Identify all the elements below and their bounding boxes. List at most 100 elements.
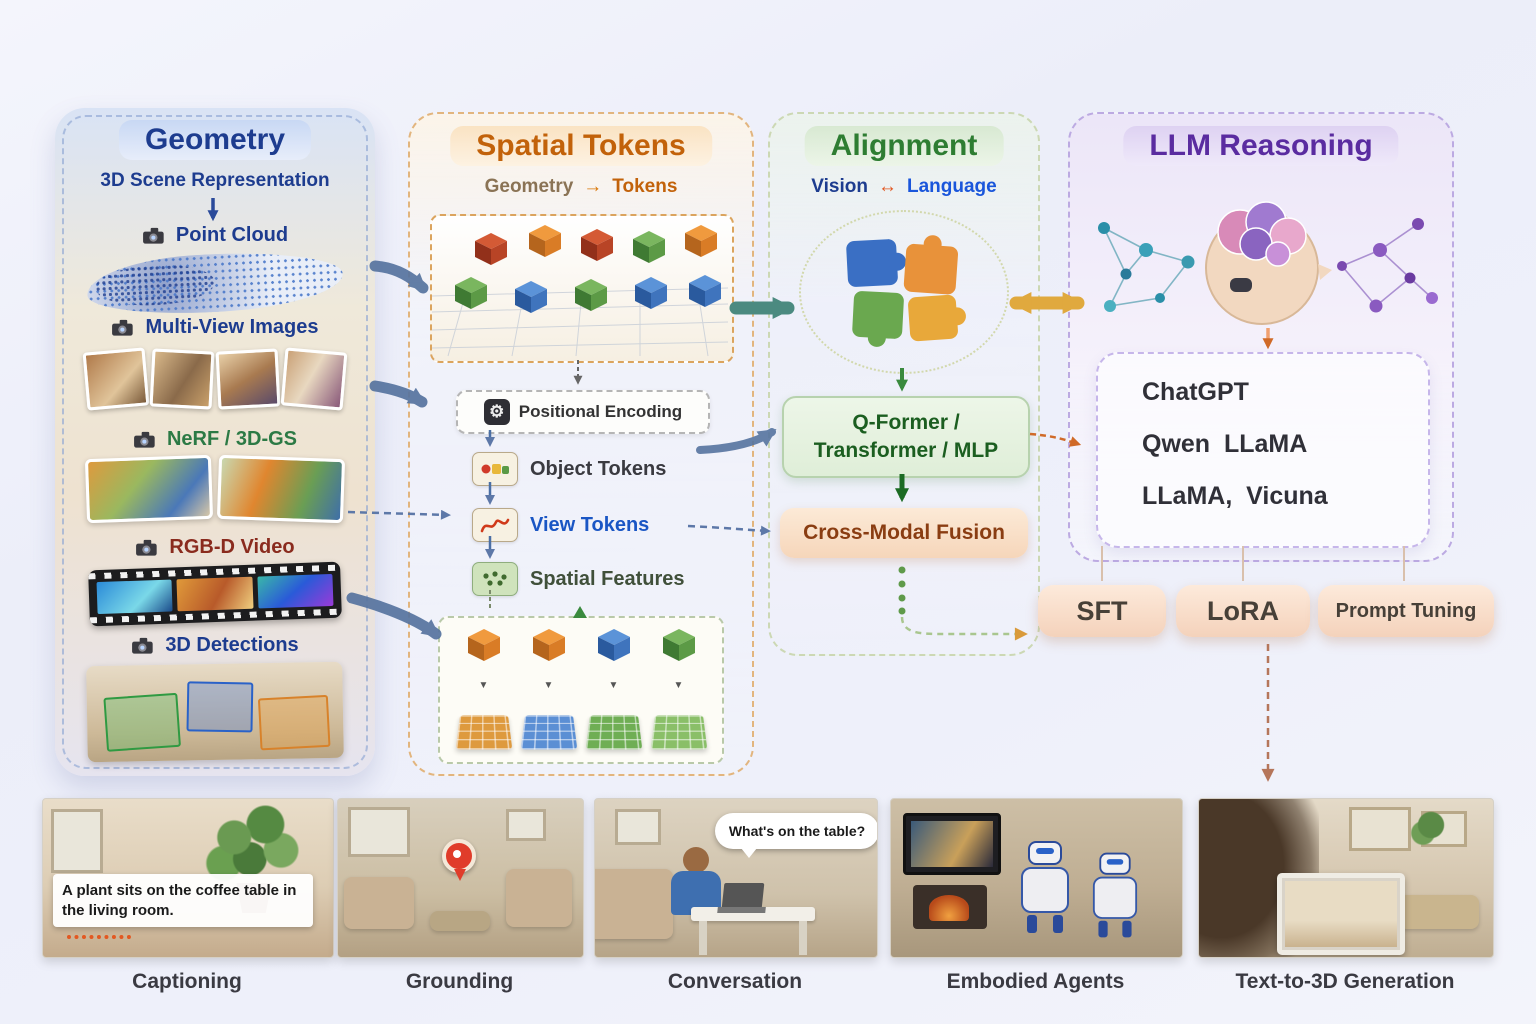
object-tokens-icon — [472, 452, 518, 486]
feature-grids-row — [451, 710, 711, 752]
nerf-label: NeRF / 3D-GS — [166, 428, 298, 450]
positional-encoding-label: Positional Encoding — [518, 402, 683, 421]
feature-grid-green — [585, 715, 642, 750]
caption-overlay: A plant sits on the coffee table in the … — [53, 874, 313, 927]
right-arrow-icon: → — [583, 176, 603, 197]
language-label: Language — [906, 176, 997, 197]
point-cloud-image — [85, 247, 345, 319]
tv-screen — [903, 813, 1001, 875]
sofa — [344, 877, 414, 929]
positional-encoding-pill: ⚙ Positional Encoding — [456, 390, 710, 434]
detections-label: 3D Detections — [165, 634, 299, 656]
feature-grid-orange — [455, 715, 512, 750]
fireplace — [913, 885, 987, 929]
robot-figure — [1019, 841, 1071, 933]
tablet-device — [1277, 873, 1405, 955]
view-tokens-label: View Tokens — [530, 513, 650, 536]
person-avatar — [683, 847, 709, 873]
task-label-conversation: Conversation — [667, 970, 803, 993]
task-label-embodied-agents: Embodied Agents — [946, 970, 1125, 993]
task-label-captioning: Captioning — [132, 970, 242, 993]
qformer-box: Q-Former / Transformer / MLP — [782, 396, 1030, 478]
view-tokens-row: View Tokens — [472, 508, 649, 542]
object-tokens-label: Object Tokens — [530, 457, 667, 480]
subtitle-tokens: Tokens — [612, 176, 678, 197]
lora-badge: LoRA — [1176, 585, 1310, 637]
spatial-features-row: Spatial Features — [472, 562, 685, 596]
model-line-qwen-llama: Qwen LLaMA — [1142, 430, 1308, 458]
object-tokens-row: Object Tokens — [472, 452, 666, 486]
llm-reasoning-panel: LLM Reasoning — [1068, 112, 1454, 562]
alignment-panel: Alignment Vision ↔ Language — [768, 112, 1040, 656]
qformer-line1: Q-Former / — [852, 410, 960, 434]
model-list-box: ChatGPT Qwen LLaMA LLaMA, Vicuna — [1096, 352, 1430, 548]
geometry-item-point-cloud: Point Cloud — [55, 224, 375, 247]
model-line-chatgpt: ChatGPT — [1142, 378, 1249, 406]
geometry-item-multi-view: Multi-View Images — [55, 316, 375, 339]
token-grids-visualization: ▼▼▼▼ — [438, 616, 724, 764]
armchair — [506, 869, 572, 927]
model-line-llama-vicuna: LLaMA, Vicuna — [1142, 482, 1328, 510]
point-cloud-label: Point Cloud — [175, 224, 289, 246]
sofa — [1399, 895, 1479, 929]
conversation-photo: What's on the table? — [594, 798, 878, 958]
caption-underline-dots — [67, 935, 131, 939]
task-label-grounding: Grounding — [405, 970, 514, 993]
fusion-label: Cross-Modal Fusion — [803, 521, 1005, 544]
down-arrows: ▼▼▼▼ — [478, 680, 684, 691]
alignment-subtitle: Vision ↔ Language — [770, 176, 1038, 198]
geometry-title: Geometry — [118, 120, 312, 160]
geometry-item-3d-detections: 3D Detections — [55, 634, 375, 657]
multi-view-image — [82, 346, 348, 412]
bounding-box-green — [103, 692, 181, 752]
camera-icon — [133, 430, 159, 450]
coffee-table — [430, 911, 490, 931]
text-to-3d-photo — [1198, 798, 1494, 958]
brain-network-illustration — [1080, 166, 1442, 351]
view-tokens-icon — [472, 508, 518, 542]
speech-bubble: What's on the table? — [715, 813, 877, 858]
sft-badge: SFT — [1038, 585, 1166, 637]
cross-modal-fusion-box: Cross-Modal Fusion — [780, 508, 1028, 558]
grounding-pin-icon — [442, 839, 476, 881]
puzzle-ring — [799, 210, 1009, 374]
camera-icon — [111, 318, 137, 338]
wall-frame — [506, 809, 546, 841]
geometry-item-nerf: NeRF / 3D-GS — [55, 428, 375, 451]
spatial-features-icon — [472, 562, 518, 596]
spatial-tokens-subtitle: Geometry → Tokens — [410, 176, 752, 198]
geometry-panel: Geometry 3D Scene Representation Point C… — [55, 108, 375, 776]
robot-figure — [1091, 852, 1139, 938]
embodied-agents-photo — [890, 798, 1183, 958]
camera-icon — [131, 636, 157, 656]
alignment-title: Alignment — [804, 126, 1004, 166]
spatial-tokens-panel: Spatial Tokens Geometry → Tokens — [408, 112, 754, 776]
multi-view-label: Multi-View Images — [145, 316, 319, 338]
feature-grid-blue — [520, 715, 577, 750]
nerf-image — [84, 454, 346, 524]
wall-frame — [615, 809, 661, 845]
wall-art — [1349, 807, 1411, 851]
token-cubes-row — [451, 628, 711, 662]
laptop — [721, 883, 765, 909]
geometry-item-rgbd: RGB-D Video — [55, 536, 375, 559]
bidirectional-arrow-icon: ↔ — [877, 176, 897, 197]
qformer-line2: Transformer / MLP — [813, 439, 999, 462]
puzzle-icon — [846, 235, 966, 347]
cube-grid-visualization — [430, 214, 734, 363]
subtitle-geometry: Geometry — [484, 176, 574, 197]
sofa — [595, 869, 673, 939]
vision-label: Vision — [811, 176, 868, 197]
feature-grid-green-2 — [650, 715, 707, 750]
mini-plant — [1411, 809, 1451, 849]
grounding-photo — [337, 798, 584, 958]
geometry-subtitle: 3D Scene Representation — [100, 170, 330, 191]
bounding-box-orange — [257, 694, 331, 751]
camera-icon — [135, 538, 161, 558]
prompt-tuning-badge: Prompt Tuning — [1318, 585, 1494, 637]
spatial-features-label: Spatial Features — [530, 567, 685, 590]
gear-icon: ⚙ — [483, 399, 510, 425]
spatial-tokens-title: Spatial Tokens — [450, 126, 712, 166]
detections-image — [86, 661, 344, 763]
